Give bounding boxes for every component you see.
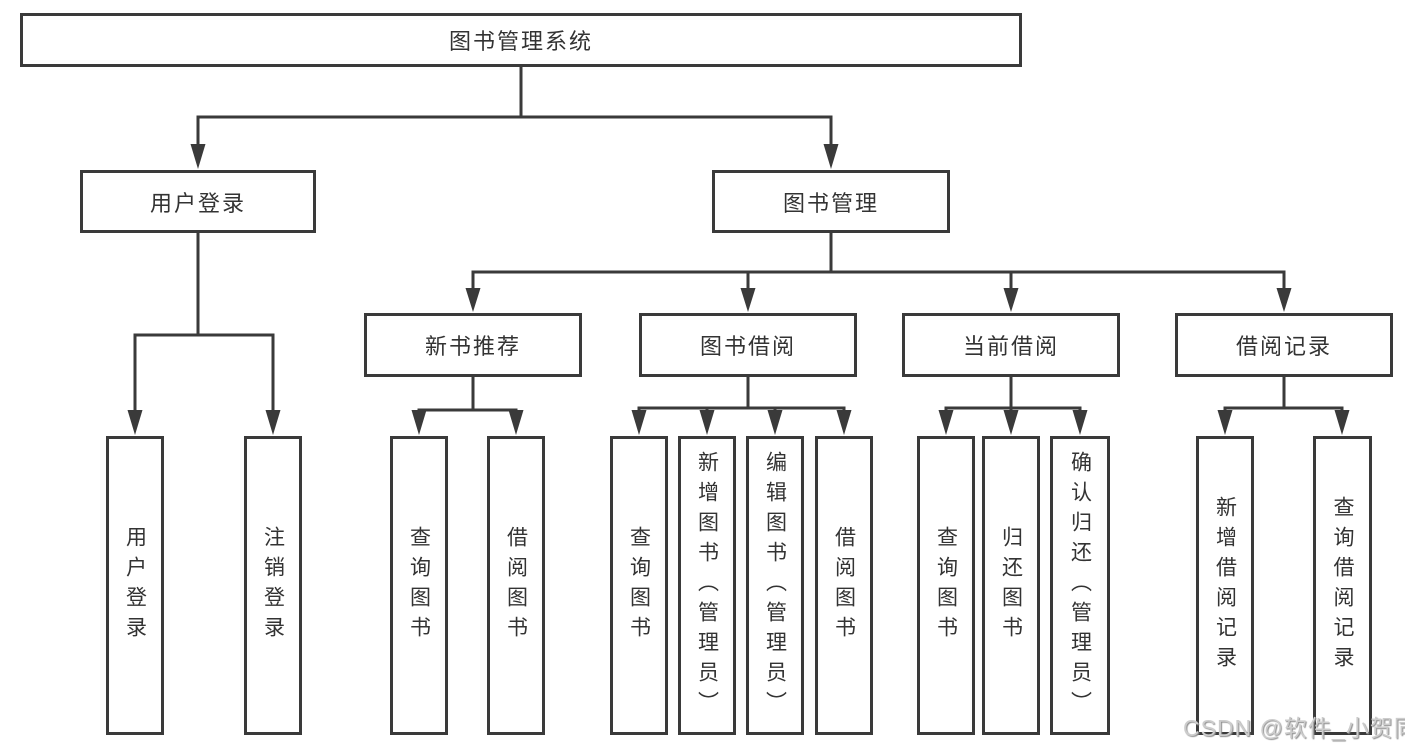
leaf-borrow-books: 借阅图书 [815, 436, 873, 735]
leaf-edit-book-admin: 编辑图书（管理员） [746, 436, 804, 735]
leaf-logout: 注销登录 [244, 436, 302, 735]
node-borrow-records: 借阅记录 [1175, 313, 1393, 377]
leaf-query-books-recommend: 查询图书 [390, 436, 448, 735]
leaf-return-book: 归还图书 [982, 436, 1040, 735]
leaf-add-borrow-record: 新增借阅记录 [1196, 436, 1254, 735]
leaf-query-books-borrow: 查询图书 [610, 436, 668, 735]
node-current-borrow: 当前借阅 [902, 313, 1120, 377]
node-user-login: 用户登录 [80, 170, 316, 233]
leaf-user-login: 用户登录 [106, 436, 164, 735]
node-book-management: 图书管理 [712, 170, 950, 233]
leaf-confirm-return-admin: 确认归还（管理员） [1050, 436, 1110, 735]
leaf-add-book-admin: 新增图书（管理员） [678, 436, 736, 735]
arrowheads [127, 144, 1350, 435]
node-new-book-recommend: 新书推荐 [364, 313, 582, 377]
node-root: 图书管理系统 [20, 13, 1022, 67]
leaf-query-books-current: 查询图书 [917, 436, 975, 735]
csdn-watermark: CSDN @软件_小贺同学 [1183, 715, 1405, 741]
leaf-query-borrow-record: 查询借阅记录 [1313, 436, 1372, 735]
leaf-borrow-books-recommend: 借阅图书 [487, 436, 545, 735]
node-book-borrow: 图书借阅 [639, 313, 857, 377]
